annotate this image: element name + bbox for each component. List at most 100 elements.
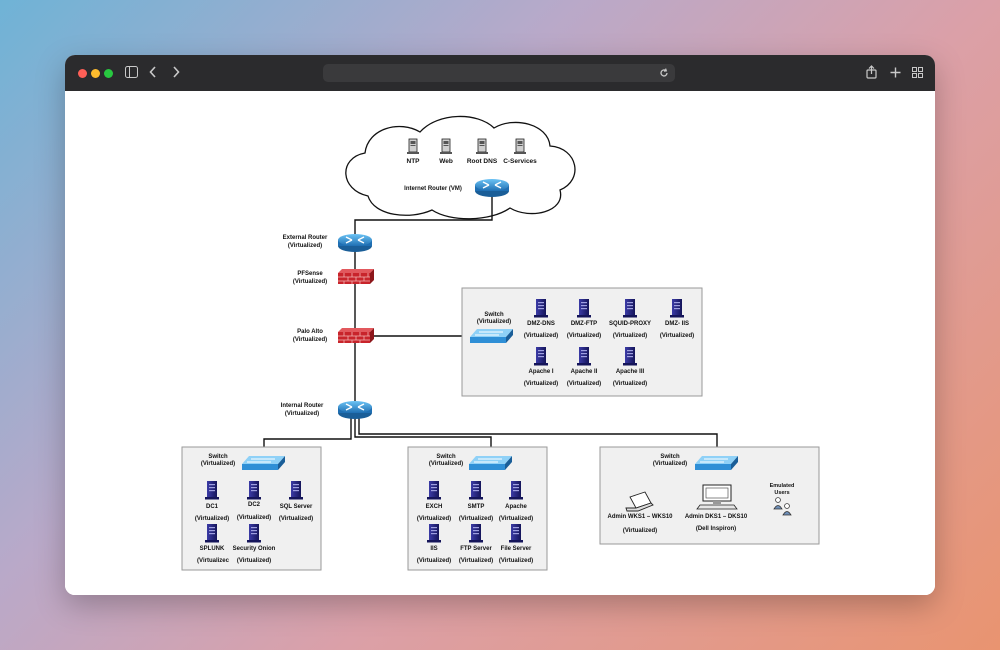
server-sublabel: (Virtualizec xyxy=(197,558,230,564)
laptop-label: Admin WKS1 – WKS10 xyxy=(607,514,673,520)
server-icon xyxy=(247,481,261,500)
server-segment-left: Switch (Virtualized) DC1 DC2 SQL Server … xyxy=(181,446,322,571)
server-icon xyxy=(577,347,591,366)
server-sublabel: (Virtualized) xyxy=(417,516,451,522)
palo-alto-sublabel: (Virtualized) xyxy=(293,337,327,343)
server-icon xyxy=(475,138,489,155)
left-switch-label: Switch xyxy=(208,454,228,460)
server-sublabel: (Virtualized) xyxy=(237,515,271,521)
right-switch-sublabel: (Virtualized) xyxy=(653,461,687,467)
server-icon xyxy=(427,481,441,500)
zoom-window-button[interactable] xyxy=(104,69,113,78)
switch-icon xyxy=(241,455,286,471)
palo-alto-label: Palo Alto xyxy=(297,329,323,335)
middle-switch-label: Switch xyxy=(436,454,456,460)
middle-switch-sublabel: (Virtualized) xyxy=(429,461,463,467)
server-sublabel: (Virtualized) xyxy=(459,516,493,522)
pfsense-sublabel: (Virtualized) xyxy=(293,279,327,285)
close-window-button[interactable] xyxy=(78,69,87,78)
server-icon xyxy=(469,481,483,500)
right-switch-label: Switch xyxy=(660,454,680,460)
server-sublabel: (Virtualized) xyxy=(417,558,451,564)
dmz-segment: Switch (Virtualized) DMZ-DNS DMZ-FTP SQU… xyxy=(461,287,703,397)
server-label: Apache xyxy=(505,504,527,510)
desktop-sublabel: (Dell Inspiron) xyxy=(696,526,736,532)
server-icon xyxy=(509,481,523,500)
internet-cloud xyxy=(345,115,576,220)
server-segment-middle: Switch (Virtualized) EXCH SMTP Apache (V… xyxy=(407,446,548,571)
browser-toolbar xyxy=(65,55,935,91)
server-label: DMZ-FTP xyxy=(571,321,597,327)
browser-window: NTP Web Root DNS C-Services Internet Rou… xyxy=(65,55,935,595)
server-sublabel: (Virtualized) xyxy=(567,333,601,339)
cloud-server-label: Root DNS xyxy=(467,158,498,165)
cloud-server-label: Web xyxy=(439,158,453,165)
cloud-server-label: C-Services xyxy=(503,158,537,165)
server-label: Apache I xyxy=(528,369,553,375)
switch-icon xyxy=(694,455,739,471)
server-label: SQUID-PROXY xyxy=(609,321,651,327)
server-sublabel: (Virtualized) xyxy=(237,558,271,564)
server-icon xyxy=(534,299,548,318)
server-sublabel: (Virtualized) xyxy=(459,558,493,564)
share-icon[interactable] xyxy=(866,65,877,82)
users-sublabel: Users xyxy=(774,490,789,496)
plus-icon[interactable] xyxy=(890,65,901,81)
external-router-label: External Router xyxy=(283,235,328,241)
server-icon xyxy=(509,524,523,543)
server-icon xyxy=(205,481,219,500)
dmz-switch-label: Switch xyxy=(484,312,504,318)
server-label: DMZ-DNS xyxy=(527,321,555,327)
server-label: DC2 xyxy=(248,502,261,508)
server-icon xyxy=(513,138,527,155)
server-label: DMZ- IIS xyxy=(665,321,689,327)
address-bar[interactable] xyxy=(323,64,675,82)
server-icon xyxy=(289,481,303,500)
server-label: DC1 xyxy=(206,504,219,510)
server-icon xyxy=(205,524,219,543)
cloud-server-label: NTP xyxy=(407,158,421,165)
server-icon xyxy=(406,138,420,155)
server-icon xyxy=(577,299,591,318)
desktop-icon xyxy=(696,484,738,510)
server-label: SPLUNK xyxy=(200,546,225,552)
palo-alto-firewall-icon xyxy=(337,327,375,344)
server-icon xyxy=(439,138,453,155)
switch-icon xyxy=(469,328,514,344)
minimize-window-button[interactable] xyxy=(91,69,100,78)
server-sublabel: (Virtualized) xyxy=(499,558,533,564)
server-sublabel: (Virtualized) xyxy=(524,381,558,387)
server-icon xyxy=(427,524,441,543)
pfsense-label: PFSense xyxy=(297,271,323,277)
server-sublabel: (Virtualized) xyxy=(195,516,229,522)
workstation-segment-right: Switch (Virtualized) Admin WKS1 – WKS10 … xyxy=(599,446,820,545)
laptop-icon xyxy=(625,491,654,512)
server-sublabel: (Virtualized) xyxy=(499,516,533,522)
tabs-grid-icon[interactable] xyxy=(912,65,923,81)
server-icon xyxy=(247,524,261,543)
server-label: Apache III xyxy=(616,369,645,375)
server-icon xyxy=(469,524,483,543)
network-diagram: NTP Web Root DNS C-Services Internet Rou… xyxy=(65,91,935,595)
users-label: Emulated xyxy=(770,483,795,489)
network-links xyxy=(263,196,718,456)
pfsense-firewall-icon xyxy=(337,268,375,285)
server-label: EXCH xyxy=(426,504,443,510)
desktop-label: Admin DKS1 – DKS10 xyxy=(685,514,748,520)
page-content: NTP Web Root DNS C-Services Internet Rou… xyxy=(65,91,935,595)
switch-icon xyxy=(468,455,513,471)
chevron-right-icon[interactable] xyxy=(172,65,180,81)
left-switch-sublabel: (Virtualized) xyxy=(201,461,235,467)
chevron-left-icon[interactable] xyxy=(149,65,157,81)
dmz-switch-sublabel: (Virtualized) xyxy=(477,319,511,325)
server-label: Security Onion xyxy=(233,546,276,552)
internet-router-icon xyxy=(474,178,510,198)
sidebar-icon[interactable] xyxy=(125,65,138,81)
internal-router-label: Internal Router xyxy=(281,403,324,409)
server-sublabel: (Virtualized) xyxy=(613,333,647,339)
external-router-sublabel: (Virtualized) xyxy=(288,243,322,249)
reload-icon[interactable] xyxy=(659,66,669,84)
server-icon xyxy=(623,347,637,366)
server-label: IIS xyxy=(430,546,437,552)
internet-router-label: Internet Router (VM) xyxy=(404,186,462,192)
